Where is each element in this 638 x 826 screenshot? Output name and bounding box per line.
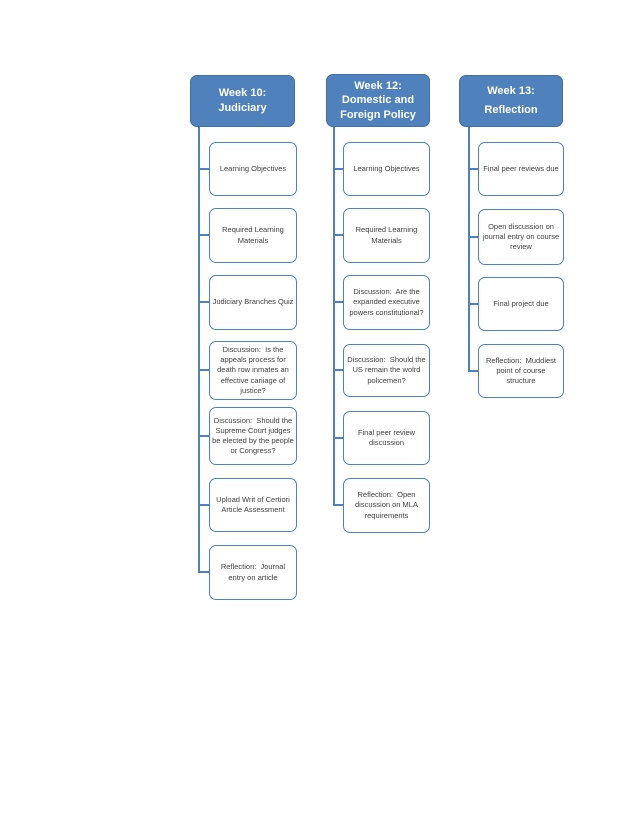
diagram-item: Reflection: Open discussion on MLA requi… (343, 478, 430, 533)
connector-stub (333, 369, 343, 371)
diagram-item: Upload Writ of Certiori Article Assessme… (209, 478, 297, 532)
connector-stub (198, 234, 209, 236)
connector-stub (468, 370, 478, 372)
column-header: Week 13: Reflection (459, 75, 563, 127)
diagram-item: Discussion: Are the expanded executive p… (343, 275, 430, 330)
connector-stub (468, 303, 478, 305)
connector-stub (198, 168, 209, 170)
connector-spine (198, 127, 200, 573)
connector-spine (468, 127, 470, 372)
diagram-item: Required Learning Materials (209, 208, 297, 263)
connector-stub (333, 301, 343, 303)
connector-stub (333, 234, 343, 236)
connector-stub (198, 571, 209, 573)
diagram-item: Discussion: Is the appeals process for d… (209, 341, 297, 400)
diagram-item: Learning Objectives (209, 142, 297, 196)
diagram-item: Learning Objectives (343, 142, 430, 196)
connector-stub (198, 301, 209, 303)
connector-stub (198, 435, 209, 437)
diagram-item: Discussion: Should the US remain the wol… (343, 344, 430, 397)
diagram-item: Required Learning Materials (343, 208, 430, 263)
diagram-item: Open discussion on journal entry on cour… (478, 209, 564, 265)
connector-stub (333, 504, 343, 506)
diagram-item: Final peer review discussion (343, 411, 430, 465)
diagram-item: Judiciary Branches Quiz (209, 275, 297, 330)
column-header: Week 10: Judiciary (190, 75, 295, 127)
connector-stub (468, 236, 478, 238)
column-header: Week 12: Domestic and Foreign Policy (326, 74, 430, 127)
diagram-item: Discussion: Should the Supreme Court jud… (209, 407, 297, 465)
connector-stub (333, 168, 343, 170)
connector-stub (198, 504, 209, 506)
diagram-item: Final project due (478, 277, 564, 331)
diagram-item: Final peer reviews due (478, 142, 564, 196)
connector-spine (333, 127, 335, 506)
diagram-item: Reflection: Journal entry on article (209, 545, 297, 600)
connector-stub (333, 437, 343, 439)
connector-stub (198, 369, 209, 371)
diagram-item: Reflection: Muddiest point of course str… (478, 344, 564, 398)
connector-stub (468, 168, 478, 170)
